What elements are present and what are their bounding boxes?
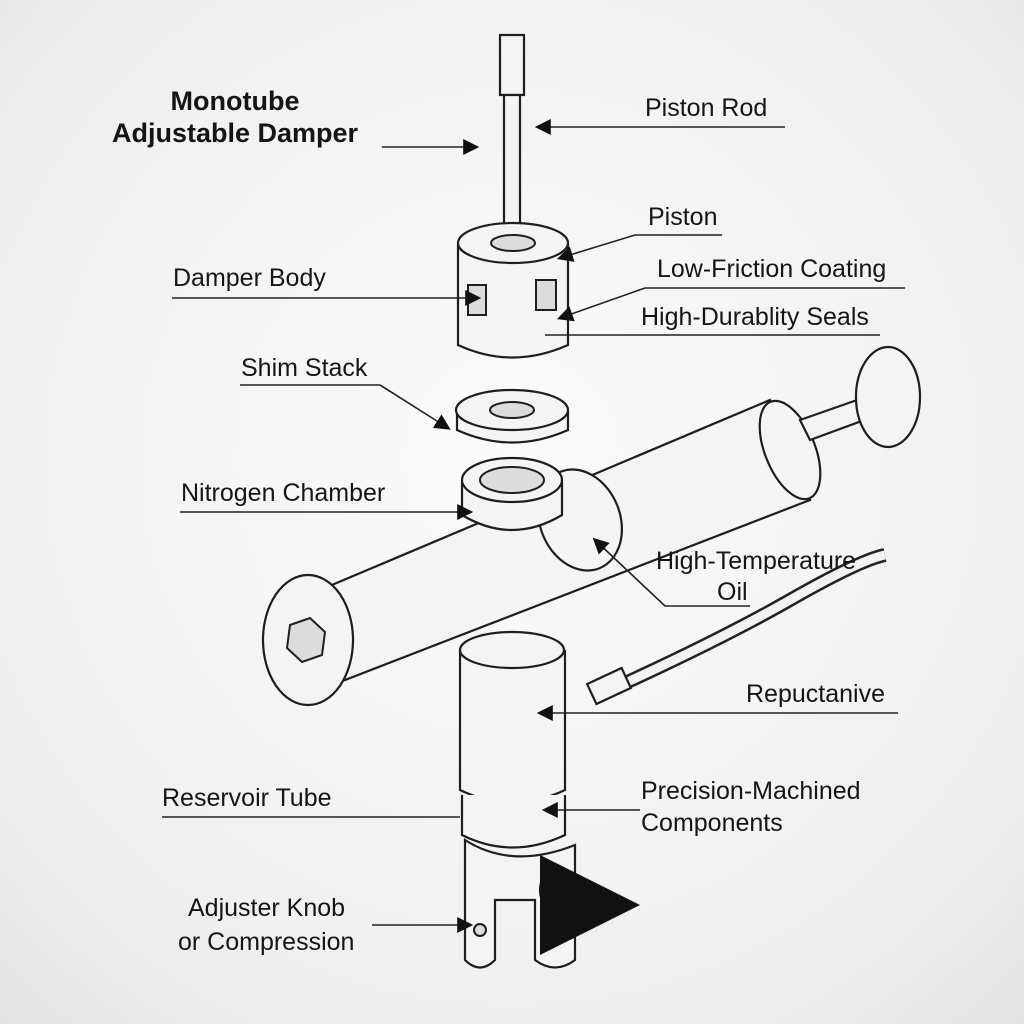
label-reservoir-tube: Reservoir Tube [162, 784, 332, 812]
title-line-1: Monotube [170, 86, 300, 116]
label-oil-line-1: High-Temperature [656, 547, 857, 575]
nitrogen-chamber [460, 456, 564, 531]
label-low-friction-coating: Low-Friction Coating [657, 255, 887, 283]
label-repuctanive: Repuctanive [746, 680, 885, 708]
title-line-2: Adjustable Damper [111, 118, 359, 149]
label-seals: High-Durablity Seals [641, 303, 869, 331]
label-precision-line-1: Precision-Machined [641, 777, 861, 805]
label-shim-stack: Shim Stack [241, 354, 368, 382]
label-oil-line-2: Oil [717, 578, 748, 606]
label-nitrogen-chamber: Nitrogen Chamber [181, 479, 386, 507]
main-cylinder [261, 345, 922, 707]
label-adjuster-line-2: or Compression [178, 928, 355, 956]
shim-stack [454, 388, 570, 444]
label-adjuster-line-1: Adjuster Knob [188, 894, 346, 922]
piston-rod [498, 33, 526, 242]
label-piston: Piston [648, 203, 718, 231]
label-precision-line-2: Components [641, 809, 783, 837]
leader-lines [162, 119, 905, 933]
label-damper-body: Damper Body [173, 264, 326, 292]
damper-body [456, 221, 570, 359]
reservoir-tube [458, 630, 577, 969]
label-piston-rod: Piston Rod [645, 94, 768, 122]
diagram-title: Monotube Adjustable Damper [100, 85, 370, 150]
